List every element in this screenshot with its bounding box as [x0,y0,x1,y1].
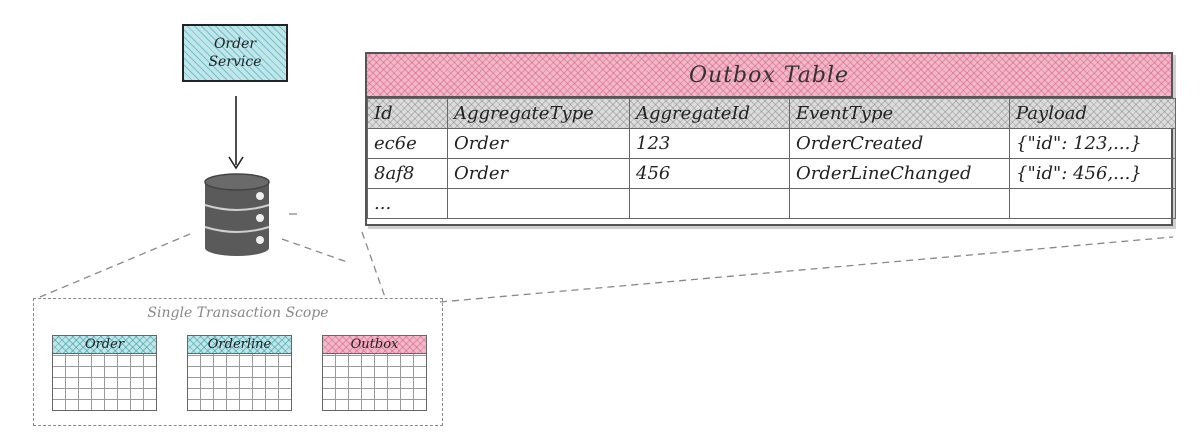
cell-payload [1009,188,1176,219]
outbox-header-row: Id AggregateType AggregateId EventType P… [367,98,1176,129]
order-mini-table-header: Order [53,336,156,354]
orderline-mini-table-label: Orderline [207,337,272,352]
column-header-aggregate-type: AggregateType [447,98,630,129]
orderline-mini-table: Orderline [187,335,292,411]
scope-connector-left [39,233,191,298]
cell-payload: {"id": 123,...} [1009,128,1176,159]
outbox-table: Outbox Table Id AggregateType AggregateI… [365,52,1176,226]
cell-id: 8af8 [367,158,448,189]
scope-connector-right [281,238,351,264]
cell-aggregate-id: 456 [629,158,790,189]
cell-aggregate-type: Order [447,158,630,189]
outbox-mini-table-grid [323,354,426,410]
outbox-table-grid: Id AggregateType AggregateId EventType P… [367,98,1176,219]
order-service-label: Order Service [208,36,262,70]
cell-event-type [789,188,1010,219]
outbox-table-title-bar: Outbox Table [367,54,1171,98]
cell-aggregate-type: Order [447,128,630,159]
outbox-connector-bottom [439,236,1174,303]
outbox-mini-table-header: Outbox [323,336,426,354]
column-header-id: Id [367,98,448,129]
cell-aggregate-id [629,188,790,219]
column-header-payload: Payload [1009,98,1176,129]
order-mini-table: Order [52,335,157,411]
arrow-down-icon [228,96,244,170]
cell-id: ... [367,188,448,219]
cell-event-type: OrderLineChanged [789,158,1010,189]
order-mini-table-label: Order [84,337,125,352]
cell-aggregate-id: 123 [629,128,790,159]
orderline-mini-table-grid [188,354,291,410]
cell-event-type: OrderCreated [789,128,1010,159]
database-icon [204,173,270,256]
orderline-mini-table-header: Orderline [188,336,291,354]
order-service-box: Order Service [182,24,288,82]
outbox-mini-table: Outbox [322,335,427,411]
cell-payload: {"id": 456,...} [1009,158,1176,189]
outbox-table-title: Outbox Table [689,62,849,88]
cell-aggregate-type [447,188,630,219]
transaction-scope: Single Transaction Scope Order Orderline… [33,298,443,426]
outbox-mini-table-label: Outbox [350,337,399,352]
column-header-aggregate-id: AggregateId [629,98,790,129]
table-row: 8af8 Order 456 OrderLineChanged {"id": 4… [367,158,1176,189]
table-row: ec6e Order 123 OrderCreated {"id": 123,.… [367,128,1176,159]
table-row: ... [367,188,1176,219]
cell-id: ec6e [367,128,448,159]
order-mini-table-grid [53,354,156,410]
column-header-event-type: EventType [789,98,1010,129]
outbox-connector-left [361,231,387,301]
transaction-scope-label: Single Transaction Scope [147,305,329,321]
